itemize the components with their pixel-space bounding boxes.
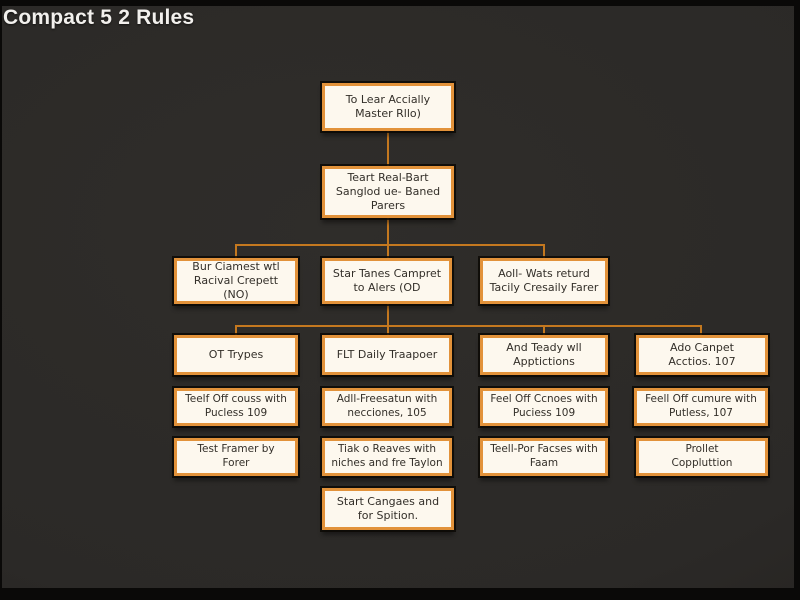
node-root: To Lear Accially Master Rllo) (322, 83, 454, 131)
node-l3-1: Bur Ciamest wtl Racival Crepett (NO) (174, 258, 298, 304)
node-l4-4: Ado Canpet Acctios. 107 (636, 335, 768, 375)
node-l6-3: Teell-Por Facses with Faam (480, 438, 608, 476)
frame-edge-top (0, 0, 800, 6)
connector-drop-l3-1 (235, 244, 237, 258)
node-l6-2: Tiak o Reaves with niches and fre Taylon (322, 438, 452, 476)
node-l5-3: Feel Off Ccnoes with Puciess 109 (480, 388, 608, 426)
connector-drop-l4-4 (700, 325, 702, 335)
node-l4-3: And Teady wll Apptictions (480, 335, 608, 375)
node-l7: Start Cangaes and for Spition. (322, 488, 454, 530)
node-l4-1: OT Trypes (174, 335, 298, 375)
frame-edge-left (0, 0, 2, 600)
connector-drop-l4-3 (543, 325, 545, 335)
node-l3-3: Aoll- Wats returd Tacily Cresaily Farer (480, 258, 608, 304)
node-l6-1: Test Framer by Forer (174, 438, 298, 476)
node-l3-2: Star Tanes Campret to Alers (OD (322, 258, 452, 304)
connector-drop-l4-1 (235, 325, 237, 335)
page-title: Compact 5 2 Rules (3, 6, 195, 29)
node-l4-2: FLT Daily Traapoer (322, 335, 452, 375)
connector-root-l2 (387, 131, 389, 166)
branch-line-level4 (235, 325, 702, 327)
node-l5-2: Adll-Freesatun with necciones, 105 (322, 388, 452, 426)
node-level2: Teart Real-Bart Sanglod ue- Baned Parers (322, 166, 454, 218)
connector-drop-l3-3 (543, 244, 545, 258)
connector-drop-l3-2 (387, 244, 389, 258)
node-l6-4: Prollet Coppluttion (636, 438, 768, 476)
node-l5-4: Feell Off cumure with Putless, 107 (634, 388, 768, 426)
connector-l2-branch (387, 218, 389, 246)
frame-edge-right (794, 0, 800, 600)
frame-edge-bottom (0, 588, 800, 600)
branch-line-level3 (235, 244, 545, 246)
connector-drop-l4-2 (387, 325, 389, 335)
node-l5-1: Teelf Off couss with Pucless 109 (174, 388, 298, 426)
connector-l3-branch (387, 304, 389, 325)
